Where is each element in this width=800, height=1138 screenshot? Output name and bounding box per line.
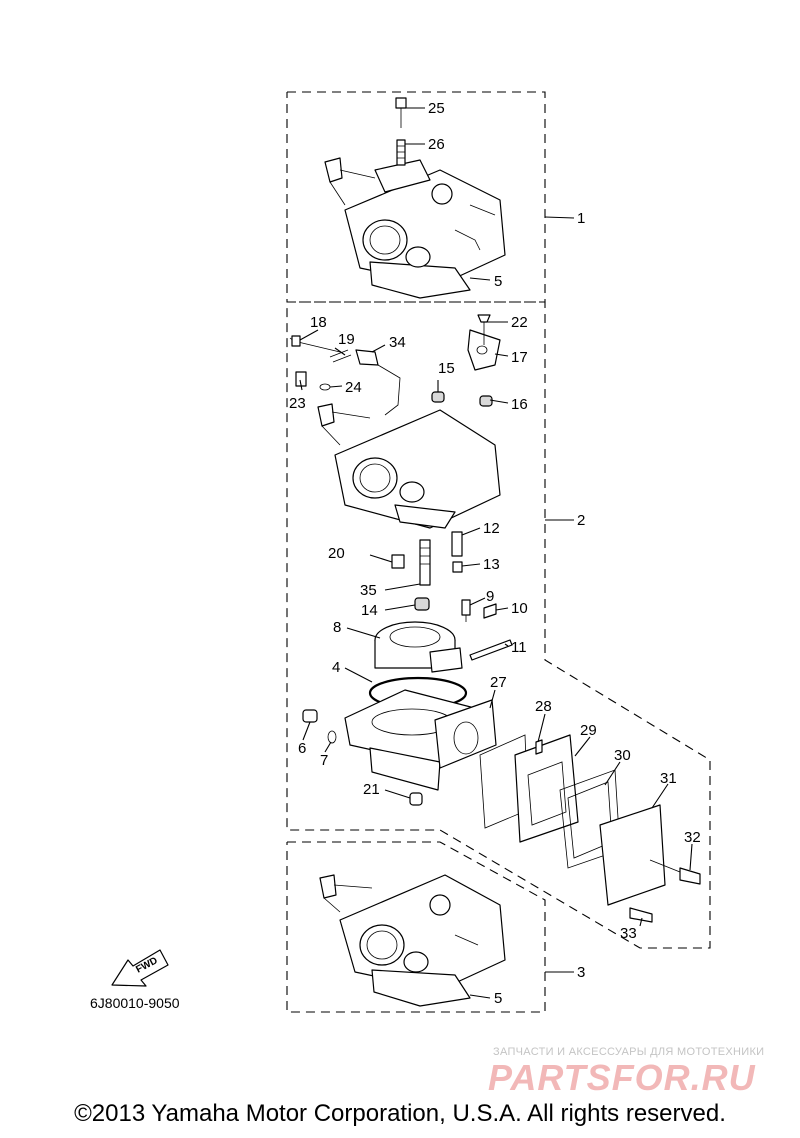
callout-29: 29 [580, 722, 597, 739]
callout-20: 20 [328, 545, 345, 562]
copyright-notice: ©2013 Yamaha Motor Corporation, U.S.A. A… [74, 1100, 726, 1127]
callout-11: 11 [511, 639, 527, 656]
callout-30: 30 [614, 747, 631, 764]
callout-27: 27 [490, 674, 507, 691]
callout-33: 33 [620, 925, 637, 942]
assembly-3-boundary [286, 841, 546, 1013]
callout-numbers: 1 2 3 4 5 5 6 7 8 9 10 11 12 13 14 15 16… [289, 100, 701, 1007]
callout-24: 24 [345, 379, 362, 396]
callout-5-top: 5 [494, 273, 502, 290]
float-chamber-drawing [302, 689, 497, 806]
callout-17: 17 [511, 349, 528, 366]
callout-16: 16 [511, 396, 528, 413]
carburetor-assembly-top-drawing [324, 97, 506, 299]
callout-19: 19 [338, 331, 355, 348]
assembly-2-boundary [286, 301, 711, 949]
callout-7: 7 [320, 752, 328, 769]
callout-2: 2 [577, 512, 585, 529]
callout-34: 34 [389, 334, 406, 351]
float-drawing [374, 621, 463, 673]
callout-12: 12 [483, 520, 500, 537]
callout-6: 6 [298, 740, 306, 757]
callout-35: 35 [360, 582, 377, 599]
callout-13: 13 [483, 556, 500, 573]
callout-10: 10 [511, 600, 528, 617]
fuel-pump-drawing [479, 734, 701, 923]
callout-28: 28 [535, 698, 552, 715]
callout-4: 4 [332, 659, 340, 676]
reference-code: 6J80010-9050 [90, 995, 180, 1011]
callout-21: 21 [363, 781, 380, 798]
callout-22: 22 [511, 314, 528, 331]
fwd-arrow-icon: FWD [111, 949, 169, 987]
callout-25: 25 [428, 100, 445, 117]
callout-8: 8 [333, 619, 341, 636]
callout-23: 23 [289, 395, 306, 412]
callout-31: 31 [660, 770, 677, 787]
carburetor-assembly-bottom-drawing [319, 874, 506, 1007]
callout-3: 3 [577, 964, 585, 981]
callout-14: 14 [361, 602, 378, 619]
watermark-tagline: ЗАПЧАСТИ И АКСЕССУАРЫ ДЛЯ МОТОТЕХНИКИ [493, 1046, 764, 1058]
leader-lines [299, 107, 693, 999]
carburetor-body-drawing [289, 314, 501, 529]
callout-15: 15 [438, 360, 455, 377]
callout-26: 26 [428, 136, 445, 153]
callout-9: 9 [486, 588, 494, 605]
callout-32: 32 [684, 829, 701, 846]
callout-1: 1 [577, 210, 585, 227]
watermark-logo: PARTSFOR.RU [488, 1057, 756, 1098]
jet-and-needle-parts-drawing [391, 531, 513, 661]
callout-18: 18 [310, 314, 327, 331]
callout-5-bottom: 5 [494, 990, 502, 1007]
